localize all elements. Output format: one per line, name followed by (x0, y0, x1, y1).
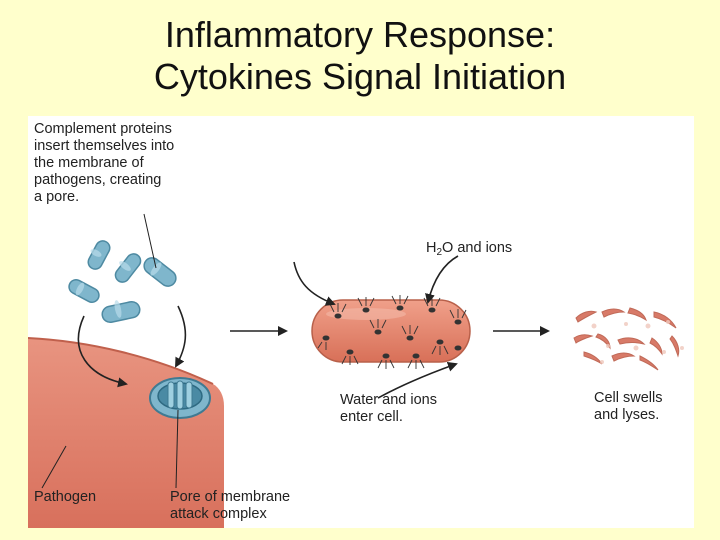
arrow-water-left (293, 261, 336, 306)
h2o-rest: O and ions (442, 240, 513, 256)
pathogen-label: Pathogen (34, 489, 97, 505)
lysis-label: Cell swells and lyses. (594, 390, 663, 423)
diagram-panel: Complement proteins insert themselves in… (28, 116, 694, 528)
swelling-cell (311, 295, 471, 369)
complement-proteins (68, 240, 177, 324)
h2o-subscript: 2 (436, 247, 443, 258)
title-line-2: Cytokines Signal Initiation (153, 56, 567, 97)
h2o-h: H (426, 240, 437, 256)
h2o-ions-label: H2O and ions (426, 240, 512, 261)
arrow-water-right (425, 255, 459, 304)
arrow-water-bottom (377, 361, 458, 399)
slide-title: Inflammatory Response: Cytokines Signal … (0, 14, 720, 98)
water-enter-label: Water and ions enter cell. (340, 392, 437, 425)
pore-label: Pore of membrane attack complex (170, 489, 291, 522)
mac-pore (149, 377, 211, 419)
leader-pathogen (41, 445, 67, 489)
complement-label: Complement proteins insert themselves in… (34, 121, 175, 205)
title-line-1: Inflammatory Response: (164, 14, 556, 55)
lysed-cell-fragments (573, 307, 680, 371)
pathogen-membrane-edge (28, 337, 214, 385)
arrow-right-curve (175, 305, 187, 368)
arrow-left-curve (77, 315, 128, 388)
leader-complement (143, 213, 157, 269)
leader-pore (175, 409, 179, 489)
complement-pore-diagram (28, 213, 684, 528)
